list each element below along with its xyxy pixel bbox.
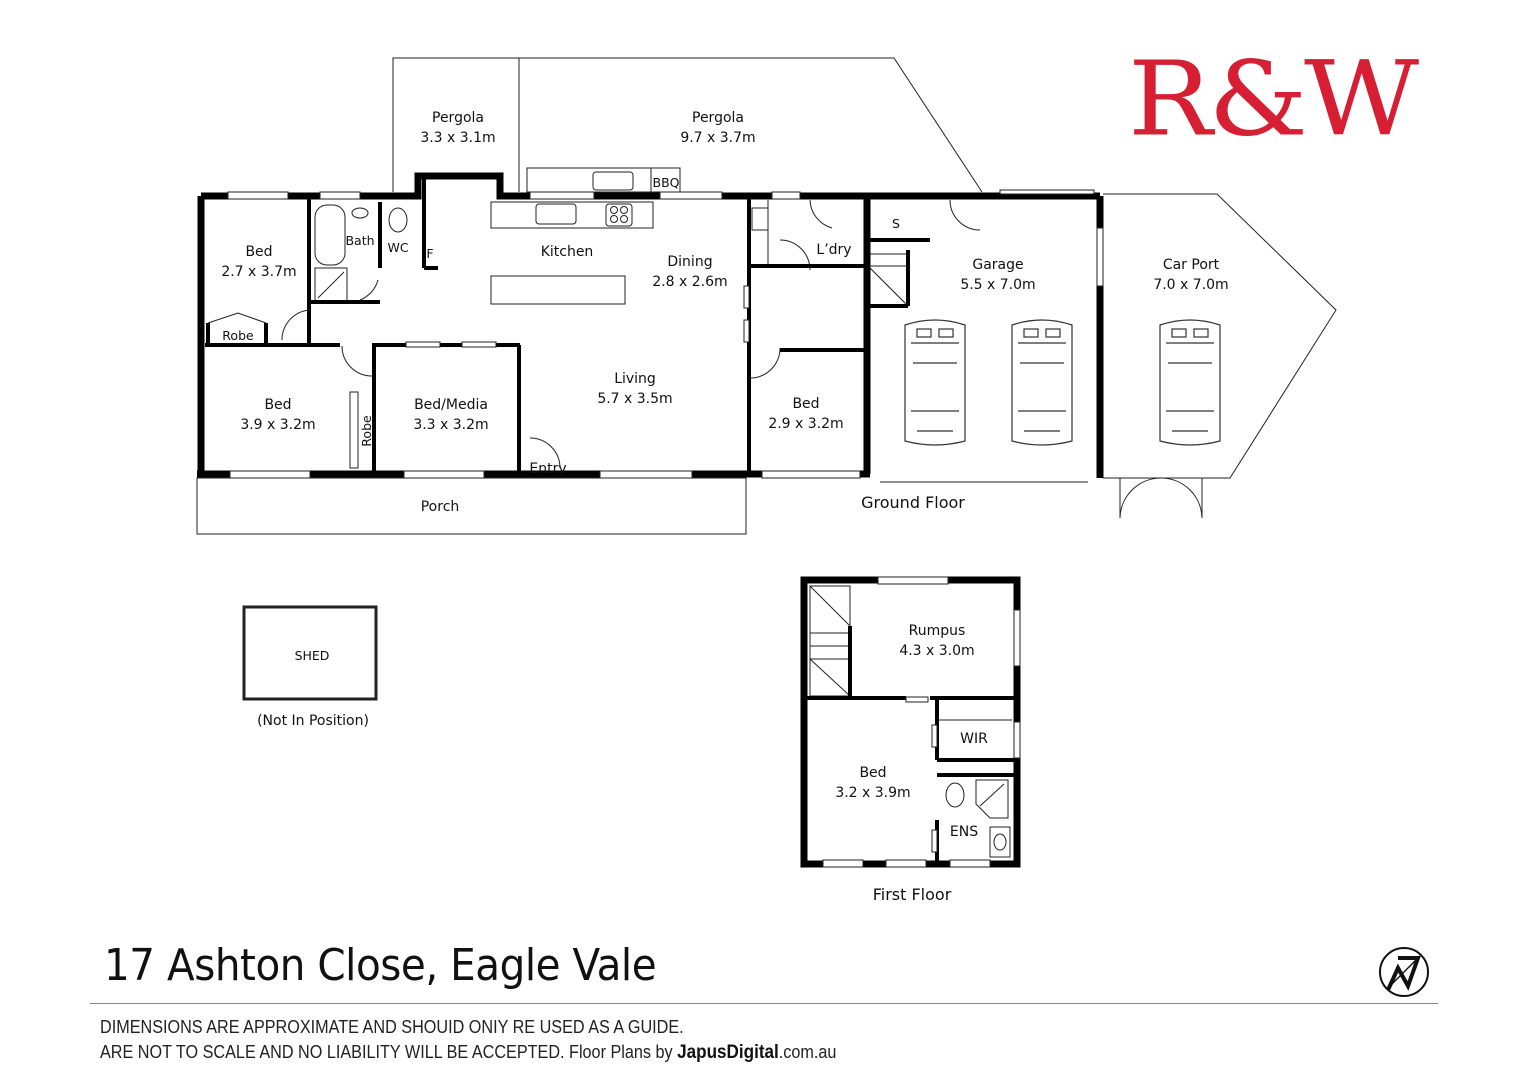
- shed-outline: [242, 605, 378, 701]
- bath-label: Bath: [345, 233, 374, 248]
- storage-label: S: [892, 216, 900, 231]
- bed2-name: Bed: [264, 397, 291, 413]
- car-icon: [904, 319, 966, 446]
- dining-dims: 2.8 x 2.6m: [652, 274, 727, 290]
- credit-domain: .com.au: [778, 1042, 837, 1062]
- entry-label: Entry: [529, 461, 566, 477]
- pergola-small-dims: 3.3 x 3.1m: [420, 130, 495, 146]
- credit-brand: JapusDigital: [677, 1042, 779, 1063]
- kitchen-island: [490, 275, 626, 305]
- bed2-dims: 3.9 x 3.2m: [240, 417, 315, 433]
- disclaimer-line-2: ARE NOT TO SCALE AND NO LIABILITY WILL B…: [100, 1042, 836, 1064]
- bed1-dims: 2.7 x 3.7m: [221, 264, 296, 280]
- compass-north-icon: [1379, 947, 1429, 997]
- pergola-large-dims: 9.7 x 3.7m: [680, 130, 755, 146]
- robe1-label: Robe: [222, 328, 254, 343]
- pergola-small-name: Pergola: [432, 110, 484, 126]
- bed3-dims: 2.9 x 3.2m: [768, 416, 843, 432]
- dining-name: Dining: [667, 254, 712, 270]
- kitchen-label: Kitchen: [541, 244, 594, 260]
- first-floor-label: First Floor: [873, 885, 952, 904]
- car-icon: [1159, 319, 1221, 446]
- property-address: 17 Ashton Close, Eagle Vale: [104, 940, 657, 991]
- footer-divider: [90, 1003, 1438, 1004]
- bed-media-name: Bed/Media: [414, 397, 488, 413]
- shed-note: (Not In Position): [257, 713, 369, 729]
- porch-outline: [196, 477, 747, 535]
- ens-label: ENS: [950, 824, 978, 840]
- disclaimer-text: ARE NOT TO SCALE AND NO LIABILITY WILL B…: [100, 1042, 678, 1062]
- wir-label: WIR: [960, 731, 988, 747]
- living-dims: 5.7 x 3.5m: [597, 391, 672, 407]
- bed-media-dims: 3.3 x 3.2m: [413, 417, 488, 433]
- brand-logo: R&W: [1128, 39, 1419, 160]
- pergola-large-name: Pergola: [692, 110, 744, 126]
- bed3-name: Bed: [792, 396, 819, 412]
- shed-label: SHED: [295, 648, 330, 663]
- bed1-name: Bed: [245, 244, 272, 260]
- living-name: Living: [614, 371, 656, 387]
- carport-dims: 7.0 x 7.0m: [1153, 277, 1228, 293]
- rumpus-name: Rumpus: [909, 623, 966, 639]
- laundry-label: L’dry: [816, 242, 851, 258]
- fridge-label: F: [426, 246, 433, 261]
- pergola-outline: [392, 57, 983, 193]
- robe2-label: Robe: [359, 415, 374, 447]
- rumpus-dims: 4.3 x 3.0m: [899, 643, 974, 659]
- carport-name: Car Port: [1163, 257, 1220, 273]
- car-icons: [904, 319, 1221, 446]
- disclaimer-line-1: DIMENSIONS ARE APPROXIMATE AND SHOUID ON…: [100, 1017, 684, 1037]
- windows: [227, 189, 1104, 868]
- ff-bed-dims: 3.2 x 3.9m: [835, 785, 910, 801]
- car-icon: [1011, 319, 1073, 446]
- bbq-label: BBQ: [653, 175, 680, 190]
- garage-dims: 5.5 x 7.0m: [960, 277, 1035, 293]
- ground-floor-label: Ground Floor: [861, 493, 965, 512]
- wc-label: WC: [387, 240, 408, 255]
- room-labels: Pergola 3.3 x 3.1m Pergola 9.7 x 3.7m BB…: [221, 110, 1228, 904]
- carport-outline: [1103, 193, 1337, 479]
- garage-name: Garage: [972, 257, 1023, 273]
- ff-bed-name: Bed: [859, 765, 886, 781]
- porch-label: Porch: [421, 499, 460, 515]
